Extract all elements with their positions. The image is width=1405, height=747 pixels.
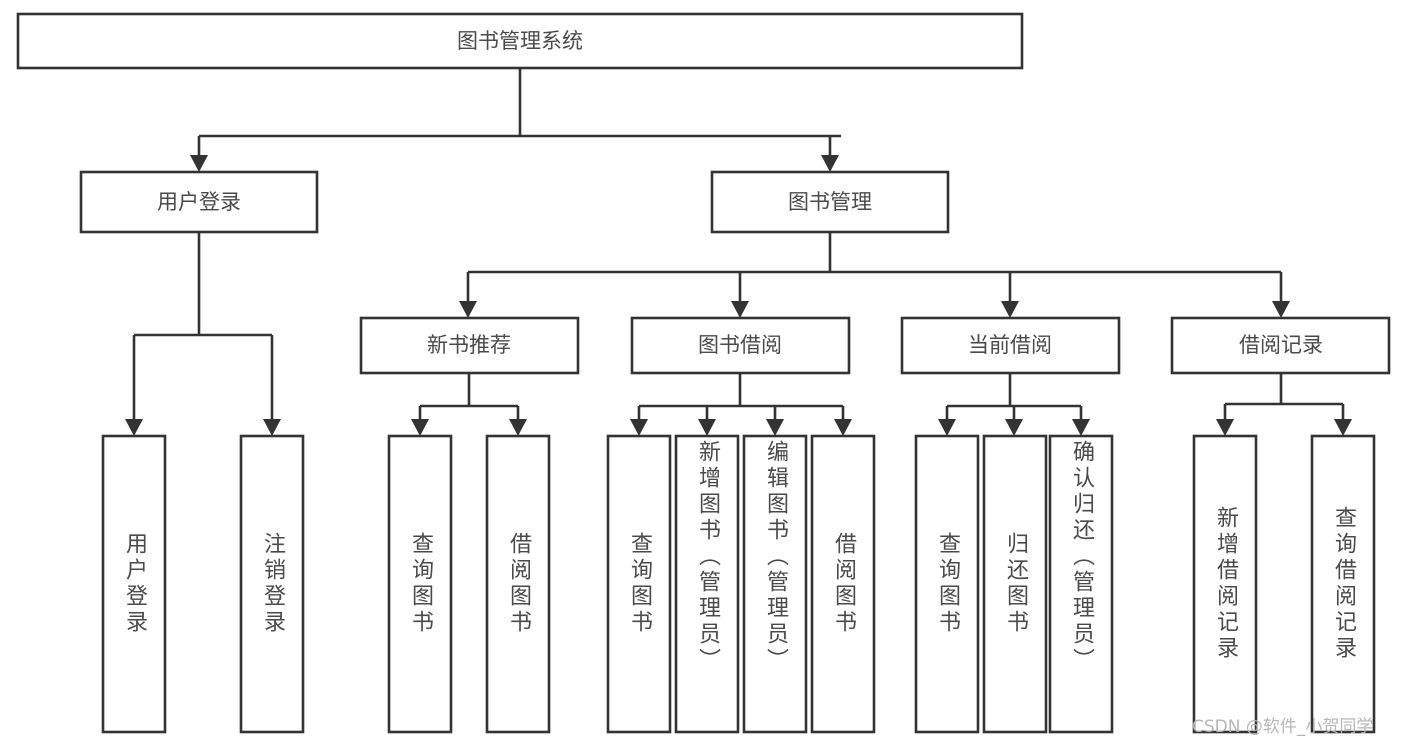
arrowhead-leaf-borrow-book [834, 419, 852, 436]
node-root-box [16, 12, 1024, 70]
arrowhead-leaf-confirm-return [1072, 419, 1090, 436]
leaf-edit-book-box[interactable] [742, 434, 808, 734]
node-book-manage[interactable]: 图书管理 [710, 170, 950, 234]
arrowhead-leaf-borrow-book-new [509, 419, 527, 436]
leaf-add-borrow-record-box[interactable] [1192, 434, 1258, 734]
node-new-book-recommend-box [359, 316, 580, 375]
node-book-borrow-box [630, 316, 851, 375]
node-book-manage-label: 图书管理 [788, 190, 872, 214]
arrowhead-leaf-edit-book [766, 419, 784, 436]
connectors-group [125, 68, 1352, 436]
arrowhead-leaf-query-book-new [411, 419, 429, 436]
node-book-borrow[interactable]: 图书借阅 [630, 316, 851, 375]
node-borrow-record-box [1170, 316, 1391, 375]
node-new-book-recommend[interactable]: 新书推荐 [359, 316, 580, 375]
leaf-query-borrow-record-box[interactable] [1310, 434, 1376, 734]
arrowhead-book-borrow [731, 301, 749, 318]
node-user-login[interactable]: 用户登录 [79, 170, 319, 234]
arrowhead-current-borrow [1001, 301, 1019, 318]
leaf-confirm-return-box[interactable] [1048, 434, 1114, 734]
arrowhead-user-login [190, 155, 208, 172]
node-root-label: 图书管理系统 [457, 29, 583, 53]
arrowhead-leaf-query-book [630, 419, 648, 436]
node-current-borrow-box [900, 316, 1121, 375]
node-root[interactable]: 图书管理系统 [16, 12, 1024, 70]
leaf-boxes-group [101, 434, 1376, 734]
node-new-book-recommend-label: 新书推荐 [427, 333, 511, 357]
leaf-return-book-box[interactable] [982, 434, 1048, 734]
arrowhead-leaf-user-login [125, 419, 143, 436]
leaf-user-login-box[interactable] [101, 434, 167, 734]
leaf-borrow-book-box[interactable] [810, 434, 876, 734]
node-borrow-record-label: 借阅记录 [1239, 333, 1323, 357]
arrowhead-leaf-add-borrow-record [1216, 419, 1234, 436]
node-current-borrow[interactable]: 当前借阅 [900, 316, 1121, 375]
leaf-query-book-current-box[interactable] [914, 434, 980, 734]
arrowhead-leaf-query-borrow-record [1334, 419, 1352, 436]
arrowhead-borrow-record [1272, 301, 1290, 318]
node-current-borrow-label: 当前借阅 [968, 333, 1052, 357]
arrowhead-leaf-return-book [1005, 419, 1023, 436]
arrowhead-new-book-recommend [459, 301, 477, 318]
arrowhead-leaf-add-book [698, 419, 716, 436]
leaf-add-book-box[interactable] [674, 434, 740, 734]
arrowhead-leaf-user-logout [263, 419, 281, 436]
leaf-borrow-book-new-box[interactable] [485, 434, 551, 734]
arrowhead-leaf-query-book-current [938, 419, 956, 436]
arrowhead-book-manage [821, 155, 839, 172]
leaf-query-book-box[interactable] [606, 434, 672, 734]
node-user-login-label: 用户登录 [157, 190, 241, 214]
node-book-manage-box [710, 170, 950, 234]
leaf-query-book-new-box[interactable] [387, 434, 453, 734]
node-book-borrow-label: 图书借阅 [698, 333, 782, 357]
node-borrow-record[interactable]: 借阅记录 [1170, 316, 1391, 375]
node-user-login-box [79, 170, 319, 234]
leaf-user-logout-box[interactable] [239, 434, 305, 734]
